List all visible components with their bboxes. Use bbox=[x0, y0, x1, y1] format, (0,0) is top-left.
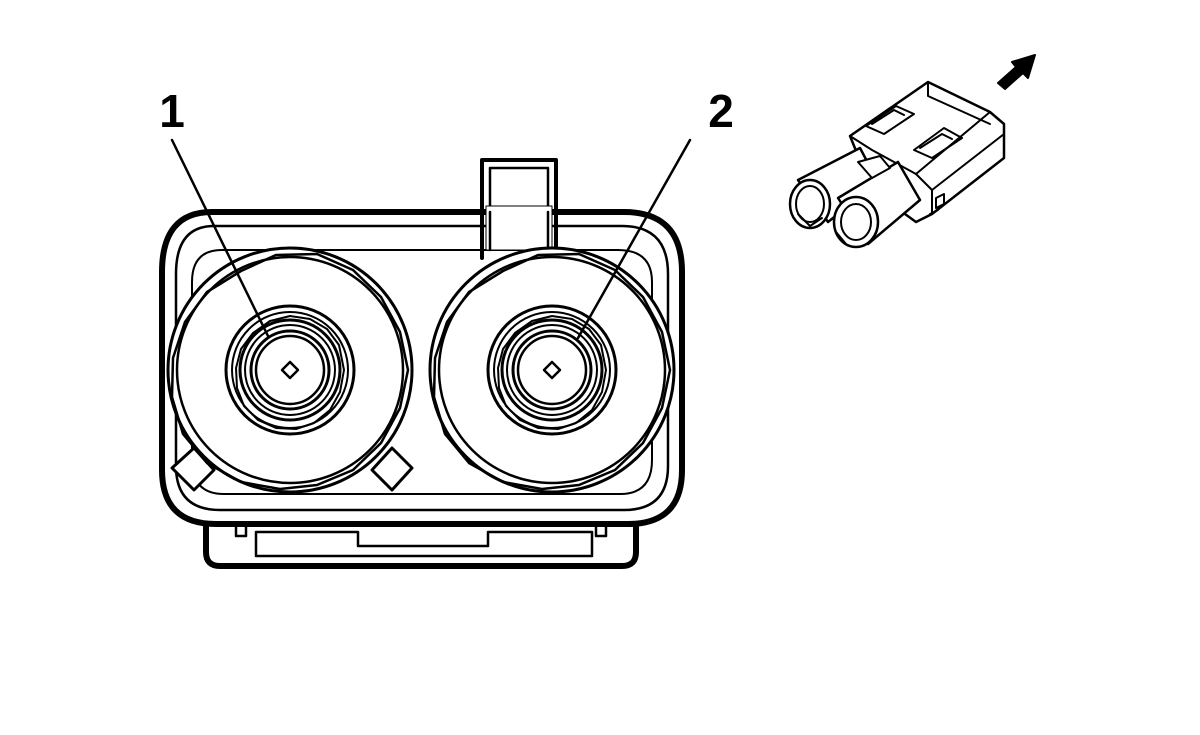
callout-label-2: 2 bbox=[708, 85, 734, 137]
leader-line-2 bbox=[576, 138, 692, 340]
callout-1: 1 bbox=[159, 85, 270, 338]
callout-label-1: 1 bbox=[159, 85, 185, 137]
terminal-pin-2 bbox=[542, 360, 562, 380]
terminal-cavity-2 bbox=[428, 246, 676, 494]
keying-lug bbox=[370, 446, 414, 492]
terminal-cavity-1 bbox=[166, 246, 414, 494]
terminal-pin-1 bbox=[280, 360, 300, 380]
arrow-icon bbox=[997, 54, 1036, 90]
connector-face bbox=[159, 158, 685, 569]
leader-line-1 bbox=[170, 138, 270, 338]
callout-2: 2 bbox=[576, 85, 734, 340]
connector-locator-view bbox=[788, 80, 1006, 249]
